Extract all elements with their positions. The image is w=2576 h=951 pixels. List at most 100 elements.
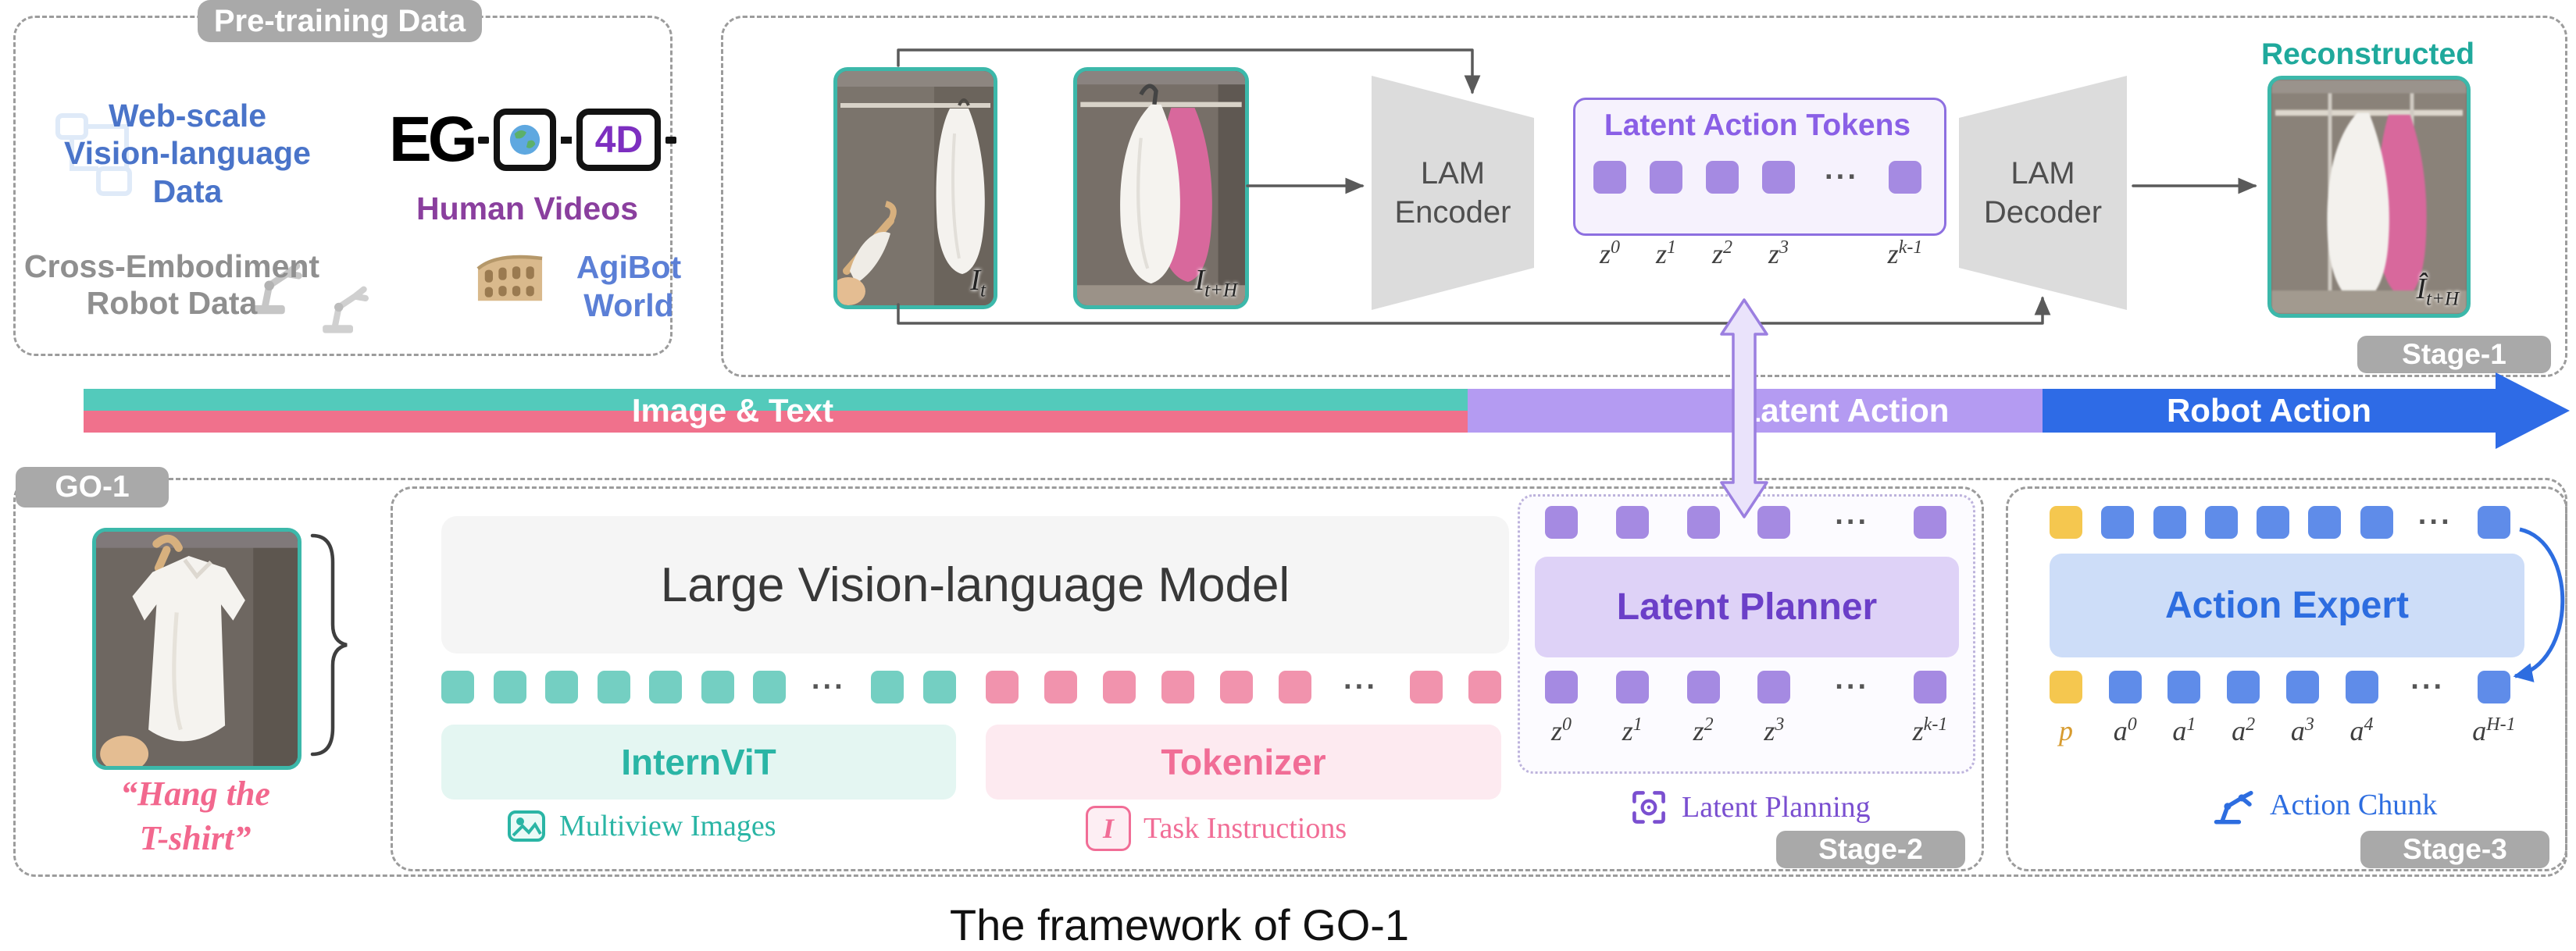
quote-line: T-shirt” [139, 819, 252, 858]
multiview-images-icon [508, 810, 545, 842]
colosseum-icon [473, 239, 547, 312]
flow-bar-image-text-label: Image & Text [631, 392, 834, 429]
stage2-label: Stage-2 [1776, 831, 1965, 868]
blue-token [2153, 506, 2186, 539]
teal-token [545, 671, 579, 703]
teal-token [441, 671, 474, 703]
ellipsis: ··· [1835, 506, 1870, 539]
ellipsis: ··· [811, 671, 846, 703]
blue-token [2227, 671, 2260, 703]
pretraining-data-title: Pre-training Data [198, 0, 482, 42]
flow-bar-robot-action-label: Robot Action [2166, 392, 2372, 429]
vision-token-row: ··· [441, 671, 956, 703]
teal-token [922, 671, 956, 703]
grouping-brace-icon [306, 531, 350, 763]
latent-action-token-row: ··· [1593, 161, 1921, 194]
blue-token [2204, 506, 2238, 539]
latent-planning-caption: Latent Planning [1629, 787, 1871, 828]
flow-bar-robot-action: Robot Action [2043, 389, 2496, 433]
go1-input-image [92, 528, 301, 770]
teal-token [649, 671, 683, 703]
label-spacer [1829, 714, 1875, 747]
task-instructions-caption: I Task Instructions [1086, 806, 1347, 851]
stage3-label: Stage-3 [2360, 831, 2549, 868]
action-chunk-caption: Action Chunk [2212, 782, 2437, 828]
globe-lens-icon [494, 109, 557, 171]
text-token-row: ··· [986, 671, 1501, 703]
purple-token [1593, 161, 1626, 194]
web-scale-data-label: Web-scale Vision-language Data [41, 97, 334, 210]
teal-token [871, 671, 904, 703]
web-scale-line: Data [152, 173, 223, 209]
latent-planning-label: Latent Planning [1682, 791, 1871, 824]
ellipsis: ··· [1343, 671, 1378, 703]
agibot-line: AgiBot [576, 249, 682, 285]
purple-token [1913, 506, 1946, 539]
latent-action-tokens-box [1573, 98, 1946, 236]
lam-decoder-line: Decoder [1983, 195, 2103, 230]
flow-bar-image-text: Image & Text [84, 389, 1468, 433]
purple-token [1545, 506, 1578, 539]
reconstructed-label: Reconstructed [2261, 37, 2475, 71]
blue-token [2108, 671, 2142, 703]
agibot-line: World [583, 287, 674, 324]
pink-token [1103, 671, 1136, 703]
blue-token [2345, 671, 2378, 703]
lam-decoder: LAM Decoder [1959, 76, 2127, 310]
flow-bar-latent-action-label: Latent Action [1740, 392, 1950, 429]
agibot-world-label: AgiBot World [547, 248, 711, 325]
blue-token [2167, 671, 2201, 703]
tokenizer-box: Tokenizer [986, 725, 1501, 800]
purple-token [1889, 161, 1921, 194]
stage1-label: Stage-1 [2357, 336, 2551, 373]
purple-token [1757, 671, 1791, 703]
reconstructed-image: Ît+H [2267, 76, 2471, 318]
web-scale-line: Web-scale [108, 98, 267, 134]
pink-token [1220, 671, 1253, 703]
pink-token [1279, 671, 1311, 703]
blue-token [2101, 506, 2135, 539]
quote-line: “Hang the [120, 775, 270, 813]
pink-token [1044, 671, 1077, 703]
stage3-box [2006, 486, 2567, 871]
teal-token [493, 671, 526, 703]
image-label: Ît+H [2416, 272, 2459, 310]
yellow-token [2050, 506, 2082, 539]
action-expert-box: Action Expert [2050, 554, 2524, 657]
label-spacer [1818, 237, 1865, 270]
ego4d-letters: EG [389, 104, 478, 175]
purple-token [1757, 506, 1791, 539]
cross-embodiment-label: Cross-Embodiment Robot Data [16, 248, 328, 322]
purple-token [1650, 161, 1682, 194]
ellipsis: ··· [2410, 671, 2446, 703]
latent-action-tokens-title: Latent Action Tokens [1604, 109, 1911, 142]
image-label: It [970, 264, 986, 301]
web-scale-line: Vision-language [64, 135, 311, 172]
task-instructions-icon: I [1086, 806, 1131, 851]
stage1-box [721, 16, 2567, 377]
latent-planner-box: Latent Planner [1535, 557, 1959, 657]
purple-token [1545, 671, 1578, 703]
glasses-temple-icon [478, 136, 490, 144]
ellipsis: ··· [1825, 161, 1859, 194]
purple-token [1686, 506, 1720, 539]
go1-label: GO-1 [16, 467, 169, 508]
blue-token [2308, 506, 2342, 539]
purple-token [1762, 161, 1795, 194]
